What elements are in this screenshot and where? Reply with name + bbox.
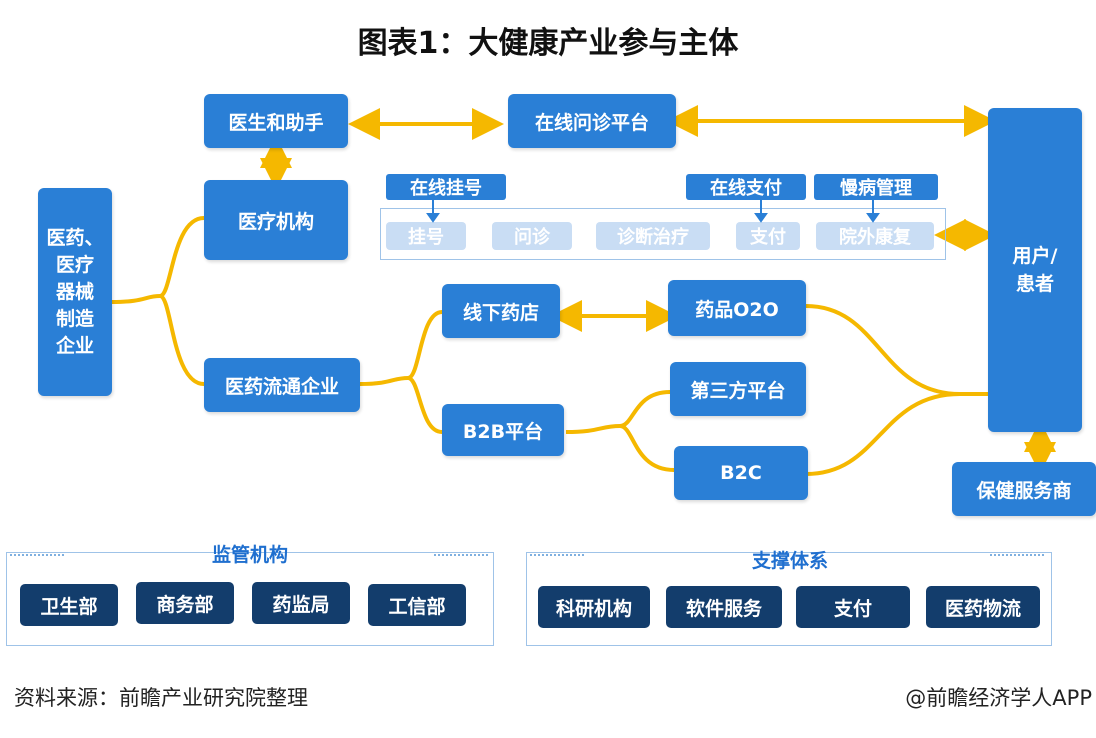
bracket-manufacturer	[111, 216, 205, 386]
process-label-chronic: 慢病管理	[814, 174, 938, 200]
b2c-node: B2C	[674, 446, 808, 500]
online-consult-node: 在线问诊平台	[508, 94, 676, 148]
process-panel	[380, 208, 946, 260]
medical-institution-node: 医疗机构	[204, 180, 348, 260]
bracket-b2b	[565, 390, 675, 472]
offline-pharmacy-node: 线下药店	[442, 284, 560, 338]
support-software: 软件服务	[666, 586, 782, 628]
third-party-node: 第三方平台	[670, 362, 806, 416]
pharma-distribution-node: 医药流通企业	[204, 358, 360, 412]
regulators-title: 监管机构	[211, 544, 288, 566]
step-diagnosis: 诊断治疗	[596, 222, 710, 250]
support-panel	[526, 552, 1052, 646]
step-register: 挂号	[386, 222, 466, 250]
regulators-panel	[6, 552, 494, 646]
source-note: 资料来源：前瞻产业研究院整理	[14, 686, 308, 710]
step-rehab: 院外康复	[816, 222, 934, 250]
regulator-drug-admin: 药监局	[252, 582, 350, 624]
doctor-node: 医生和助手	[204, 94, 348, 148]
regulator-miit: 工信部	[368, 584, 466, 626]
credit-note: @前瞻经济学人APP	[905, 686, 1092, 710]
support-research: 科研机构	[538, 586, 650, 628]
process-label-payment: 在线支付	[686, 174, 806, 200]
step-pay: 支付	[736, 222, 800, 250]
regulator-commerce-ministry: 商务部	[136, 582, 234, 624]
support-logistics: 医药物流	[926, 586, 1040, 628]
user-patient-node: 用户/ 患者	[988, 108, 1082, 432]
drug-o2o-node: 药品O2O	[668, 280, 806, 336]
bracket-distribution	[359, 310, 443, 434]
support-payment: 支付	[796, 586, 910, 628]
bracket-to-user	[805, 304, 988, 476]
manufacturer-node: 医药、 医疗 器械 制造 企业	[38, 188, 112, 396]
health-service-node: 保健服务商	[952, 462, 1096, 516]
b2b-node: B2B平台	[442, 404, 564, 456]
step-consult: 问诊	[492, 222, 572, 250]
process-label-registration: 在线挂号	[386, 174, 506, 200]
page-title: 图表1：大健康产业参与主体	[357, 26, 739, 61]
regulator-health-ministry: 卫生部	[20, 584, 118, 626]
support-title: 支撑体系	[751, 550, 828, 572]
